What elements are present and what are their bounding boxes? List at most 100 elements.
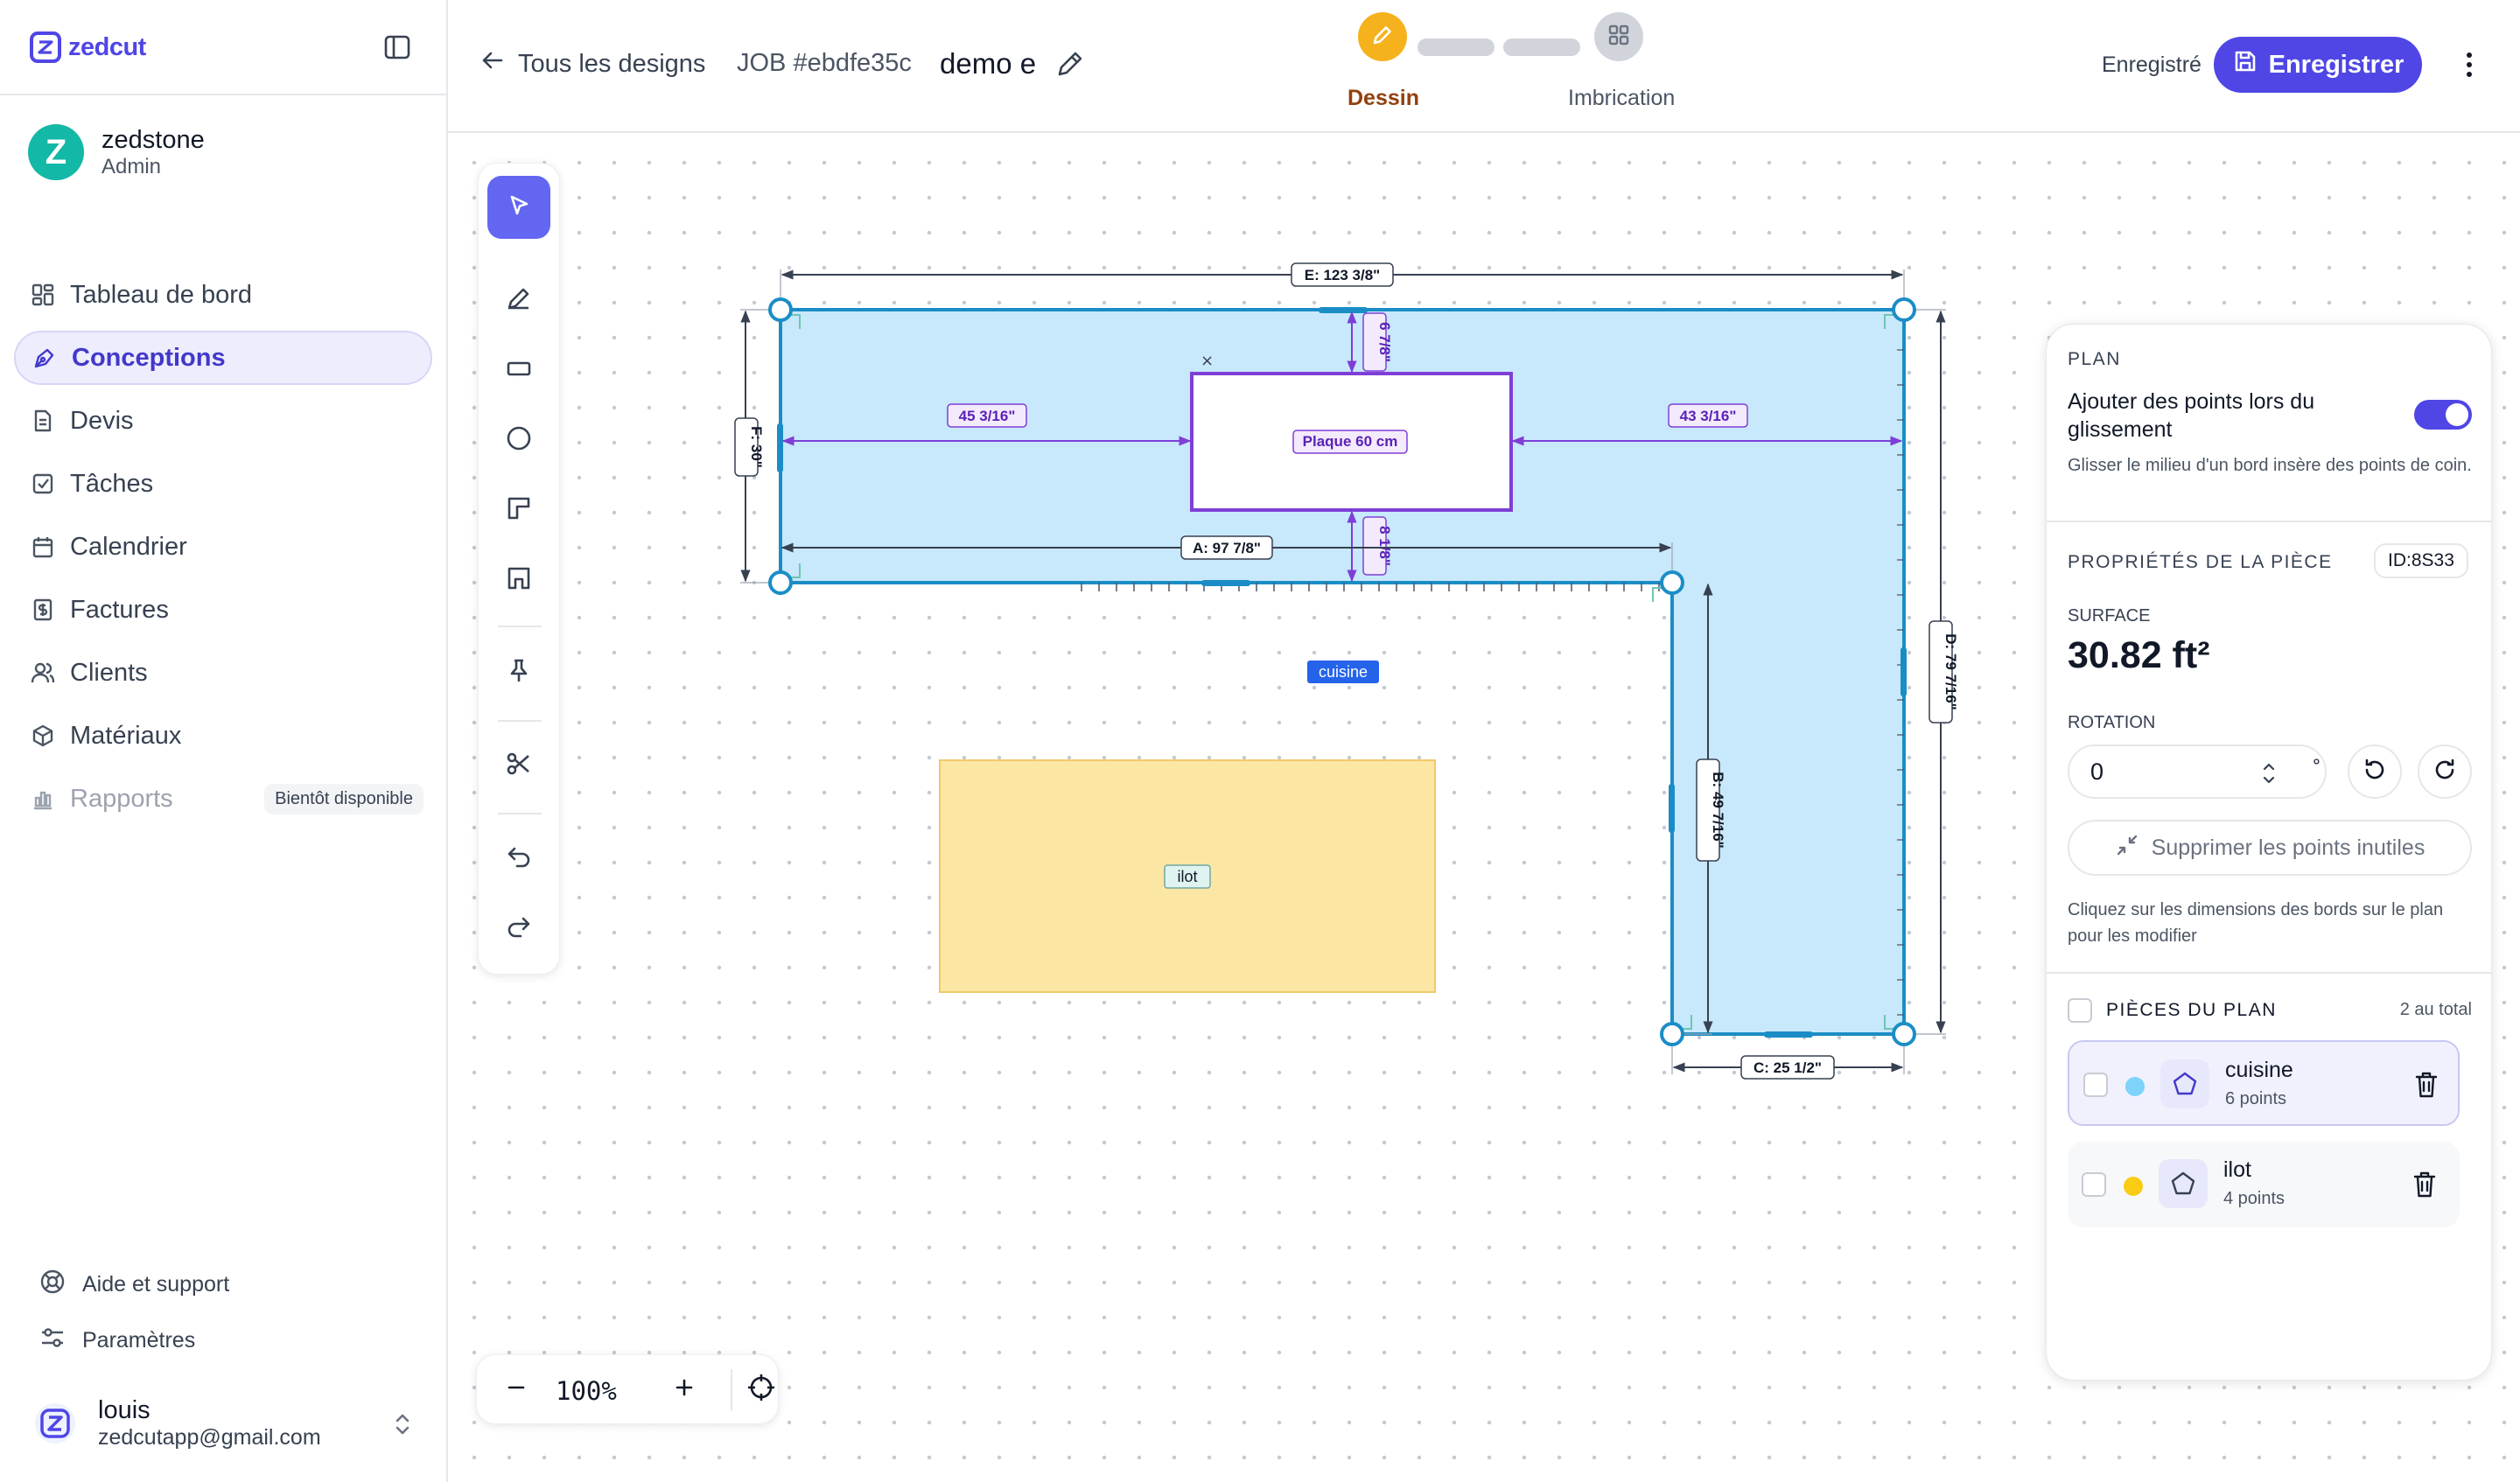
zoom-out-button[interactable] — [494, 1367, 538, 1411]
nav-item-materiaux[interactable]: Matériaux — [14, 709, 432, 763]
cutout-dim-left: 45 3/16" — [959, 408, 1016, 424]
settings-label: Paramètres — [82, 1327, 196, 1353]
vertex-handle[interactable] — [1660, 1022, 1684, 1046]
remove-unneeded-points-button[interactable]: Supprimer les points inutiles — [2068, 820, 2472, 876]
chevron-up-down-icon[interactable] — [390, 1410, 415, 1443]
step-dessin-label[interactable]: Dessin — [1348, 86, 1419, 110]
nav-item-calendrier[interactable]: Calendrier — [14, 520, 432, 574]
recenter-button[interactable] — [739, 1367, 783, 1411]
nav-item-conceptions[interactable]: Conceptions — [14, 331, 432, 385]
nav-item-factures[interactable]: Factures — [14, 583, 432, 637]
rotate-right-button[interactable] — [2418, 744, 2472, 799]
checklist-icon — [30, 471, 56, 497]
piece-cuisine-label: cuisine — [1319, 663, 1368, 681]
settings-link[interactable]: Paramètres — [38, 1312, 229, 1368]
tool-select[interactable] — [487, 176, 550, 239]
tool-rectangle[interactable] — [487, 339, 550, 402]
step-imbrication-label[interactable]: Imbrication — [1568, 86, 1676, 110]
nav-item-clients[interactable]: Clients — [14, 646, 432, 700]
cutout-dim-right-box[interactable] — [1668, 403, 1748, 428]
grid-icon — [1607, 24, 1630, 51]
l-shape-icon — [505, 494, 533, 527]
tool-pin[interactable] — [487, 641, 550, 704]
tool-circle[interactable] — [487, 409, 550, 472]
sidebar-footer-links: Aide et support Paramètres — [38, 1256, 229, 1368]
spinner-arrows-icon[interactable] — [2260, 760, 2278, 786]
edit-name-pencil-icon[interactable] — [1055, 49, 1085, 83]
redo-button[interactable] — [487, 897, 550, 960]
trash-icon[interactable] — [2412, 1070, 2440, 1100]
dim-a-box[interactable] — [1180, 535, 1273, 560]
vertex-handle[interactable] — [768, 297, 793, 322]
edge-midpoint-handle[interactable] — [1669, 784, 1675, 833]
help-support-link[interactable]: Aide et support — [38, 1256, 229, 1312]
vertex-handle[interactable] — [1892, 297, 1916, 322]
tool-u-shape[interactable] — [487, 549, 550, 612]
cutout-plaque[interactable] — [1190, 372, 1513, 512]
piece-ilot-tag[interactable] — [1164, 864, 1211, 889]
edge-midpoint-handle[interactable] — [777, 423, 783, 472]
select-all-checkbox[interactable] — [2068, 998, 2092, 1023]
edge-midpoint-handle[interactable] — [1900, 647, 1907, 696]
dim-c-box[interactable] — [1740, 1055, 1835, 1080]
nav-label: Matériaux — [70, 721, 182, 750]
zoom-level: 100% — [556, 1376, 617, 1406]
piece-ilot-label: ilot — [1177, 868, 1197, 885]
trash-icon[interactable] — [2411, 1170, 2439, 1199]
piece-color-dot — [2124, 1177, 2143, 1196]
piece-cuisine-tag[interactable] — [1307, 661, 1379, 683]
dim-b-box[interactable] — [1696, 758, 1720, 862]
undo-button[interactable] — [487, 827, 550, 890]
org-role: Admin — [102, 155, 162, 178]
piece-list-item-ilot[interactable]: ilot 4 points — [2068, 1142, 2460, 1227]
nav-item-taches[interactable]: Tâches — [14, 457, 432, 511]
dim-e-box[interactable] — [1291, 262, 1394, 287]
nav-item-devis[interactable]: Devis — [14, 394, 432, 448]
rotate-left-button[interactable] — [2348, 744, 2402, 799]
rotation-input[interactable]: 0 ° — [2068, 744, 2327, 799]
piece-id-badge: ID:8S33 — [2374, 543, 2468, 578]
dim-d-box[interactable] — [1928, 620, 1953, 724]
app-logo[interactable]: zedcut — [30, 31, 146, 63]
step-dessin-button[interactable] — [1358, 12, 1407, 61]
drag-points-toggle[interactable] — [2414, 400, 2472, 430]
cutout-dim-top-box[interactable] — [1362, 312, 1387, 372]
nav-item-tableau-de-bord[interactable]: Tableau de bord — [14, 268, 432, 322]
vertex-handle[interactable] — [1660, 570, 1684, 595]
circle-icon — [505, 424, 533, 457]
edge-midpoint-handle[interactable] — [1201, 580, 1250, 586]
tool-l-shape[interactable] — [487, 479, 550, 542]
piece-color-dot — [2125, 1077, 2145, 1096]
sidebar-toggle-icon[interactable] — [383, 33, 411, 61]
edge-midpoint-handle[interactable] — [1764, 1031, 1813, 1038]
help-label: Aide et support — [82, 1271, 230, 1297]
save-button[interactable]: Enregistrer — [2214, 37, 2422, 93]
more-options-icon[interactable] — [2455, 49, 2483, 80]
corner-angle-markers — [786, 314, 1899, 1030]
panel-divider — [2047, 972, 2491, 974]
rotation-unit: ° — [2313, 755, 2320, 777]
org-switcher[interactable]: Z zedstone Admin — [28, 124, 205, 180]
user-menu[interactable]: louis zedcutapp@gmail.com — [35, 1396, 321, 1451]
zoom-in-button[interactable] — [662, 1367, 706, 1411]
piece-checkbox[interactable] — [2082, 1172, 2106, 1197]
nav-label: Calendrier — [70, 532, 187, 561]
vertex-handle[interactable] — [768, 570, 793, 595]
dim-f-box[interactable] — [734, 417, 759, 477]
dim-f-label: F: 30" — [748, 426, 765, 468]
back-to-designs-link[interactable]: Tous les designs — [480, 47, 705, 80]
plus-icon — [672, 1375, 696, 1404]
step-imbrication-button[interactable] — [1594, 12, 1643, 61]
tool-cut[interactable] — [487, 734, 550, 797]
zedcut-logo-icon — [30, 31, 61, 63]
cleanup-label: Supprimer les points inutiles — [2151, 835, 2426, 860]
vertex-handle[interactable] — [1892, 1022, 1916, 1046]
tool-draw[interactable] — [487, 269, 550, 332]
cutout-dim-left-box[interactable] — [947, 403, 1027, 428]
lifebuoy-icon — [38, 1268, 66, 1302]
surface-value: 30.82 ft² — [2068, 634, 2210, 676]
piece-checkbox[interactable] — [2083, 1073, 2108, 1097]
piece-list-item-cuisine[interactable]: cuisine 6 points — [2068, 1040, 2460, 1126]
edge-midpoint-handle[interactable] — [1319, 307, 1368, 313]
